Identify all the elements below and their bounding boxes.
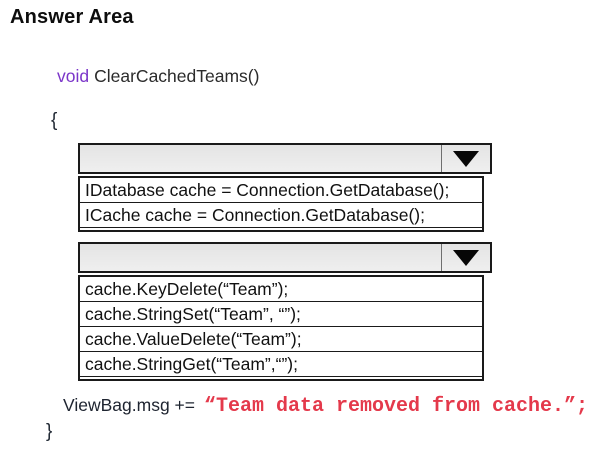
dropdown-2[interactable] [78, 242, 492, 273]
options-list-2: cache.KeyDelete(“Team”); cache.StringSet… [78, 275, 484, 381]
option-item[interactable]: cache.StringGet(“Team”,“”); [80, 352, 482, 377]
option-item[interactable]: cache.ValueDelete(“Team”); [80, 327, 482, 352]
page-title: Answer Area [10, 6, 134, 28]
open-brace: { [51, 110, 58, 131]
option-item[interactable]: IDatabase cache = Connection.GetDatabase… [80, 178, 482, 203]
option-item[interactable]: ICache cache = Connection.GetDatabase(); [80, 203, 482, 228]
dropdown-2-value [80, 244, 441, 271]
options-list-1: IDatabase cache = Connection.GetDatabase… [78, 176, 484, 232]
close-brace: } [46, 421, 53, 442]
dropdown-1[interactable] [78, 143, 492, 174]
keyword-void: void [57, 66, 90, 86]
method-name: ClearCachedTeams() [94, 66, 260, 86]
dropdown-1-arrow-button[interactable] [441, 145, 490, 172]
dropdown-1-value [80, 145, 441, 172]
option-item[interactable]: cache.StringSet(“Team”, “”); [80, 302, 482, 327]
option-item[interactable]: cache.KeyDelete(“Team”); [80, 277, 482, 302]
viewbag-string-literal: “Team data removed from cache.”; [203, 395, 589, 418]
viewbag-statement: ViewBag.msg += “Team data removed from ca… [63, 395, 588, 418]
dropdown-2-arrow-button[interactable] [441, 244, 490, 271]
dropdown-arrow-icon [453, 150, 479, 167]
viewbag-prefix: ViewBag.msg += [63, 395, 195, 415]
dropdown-arrow-icon [453, 249, 479, 266]
